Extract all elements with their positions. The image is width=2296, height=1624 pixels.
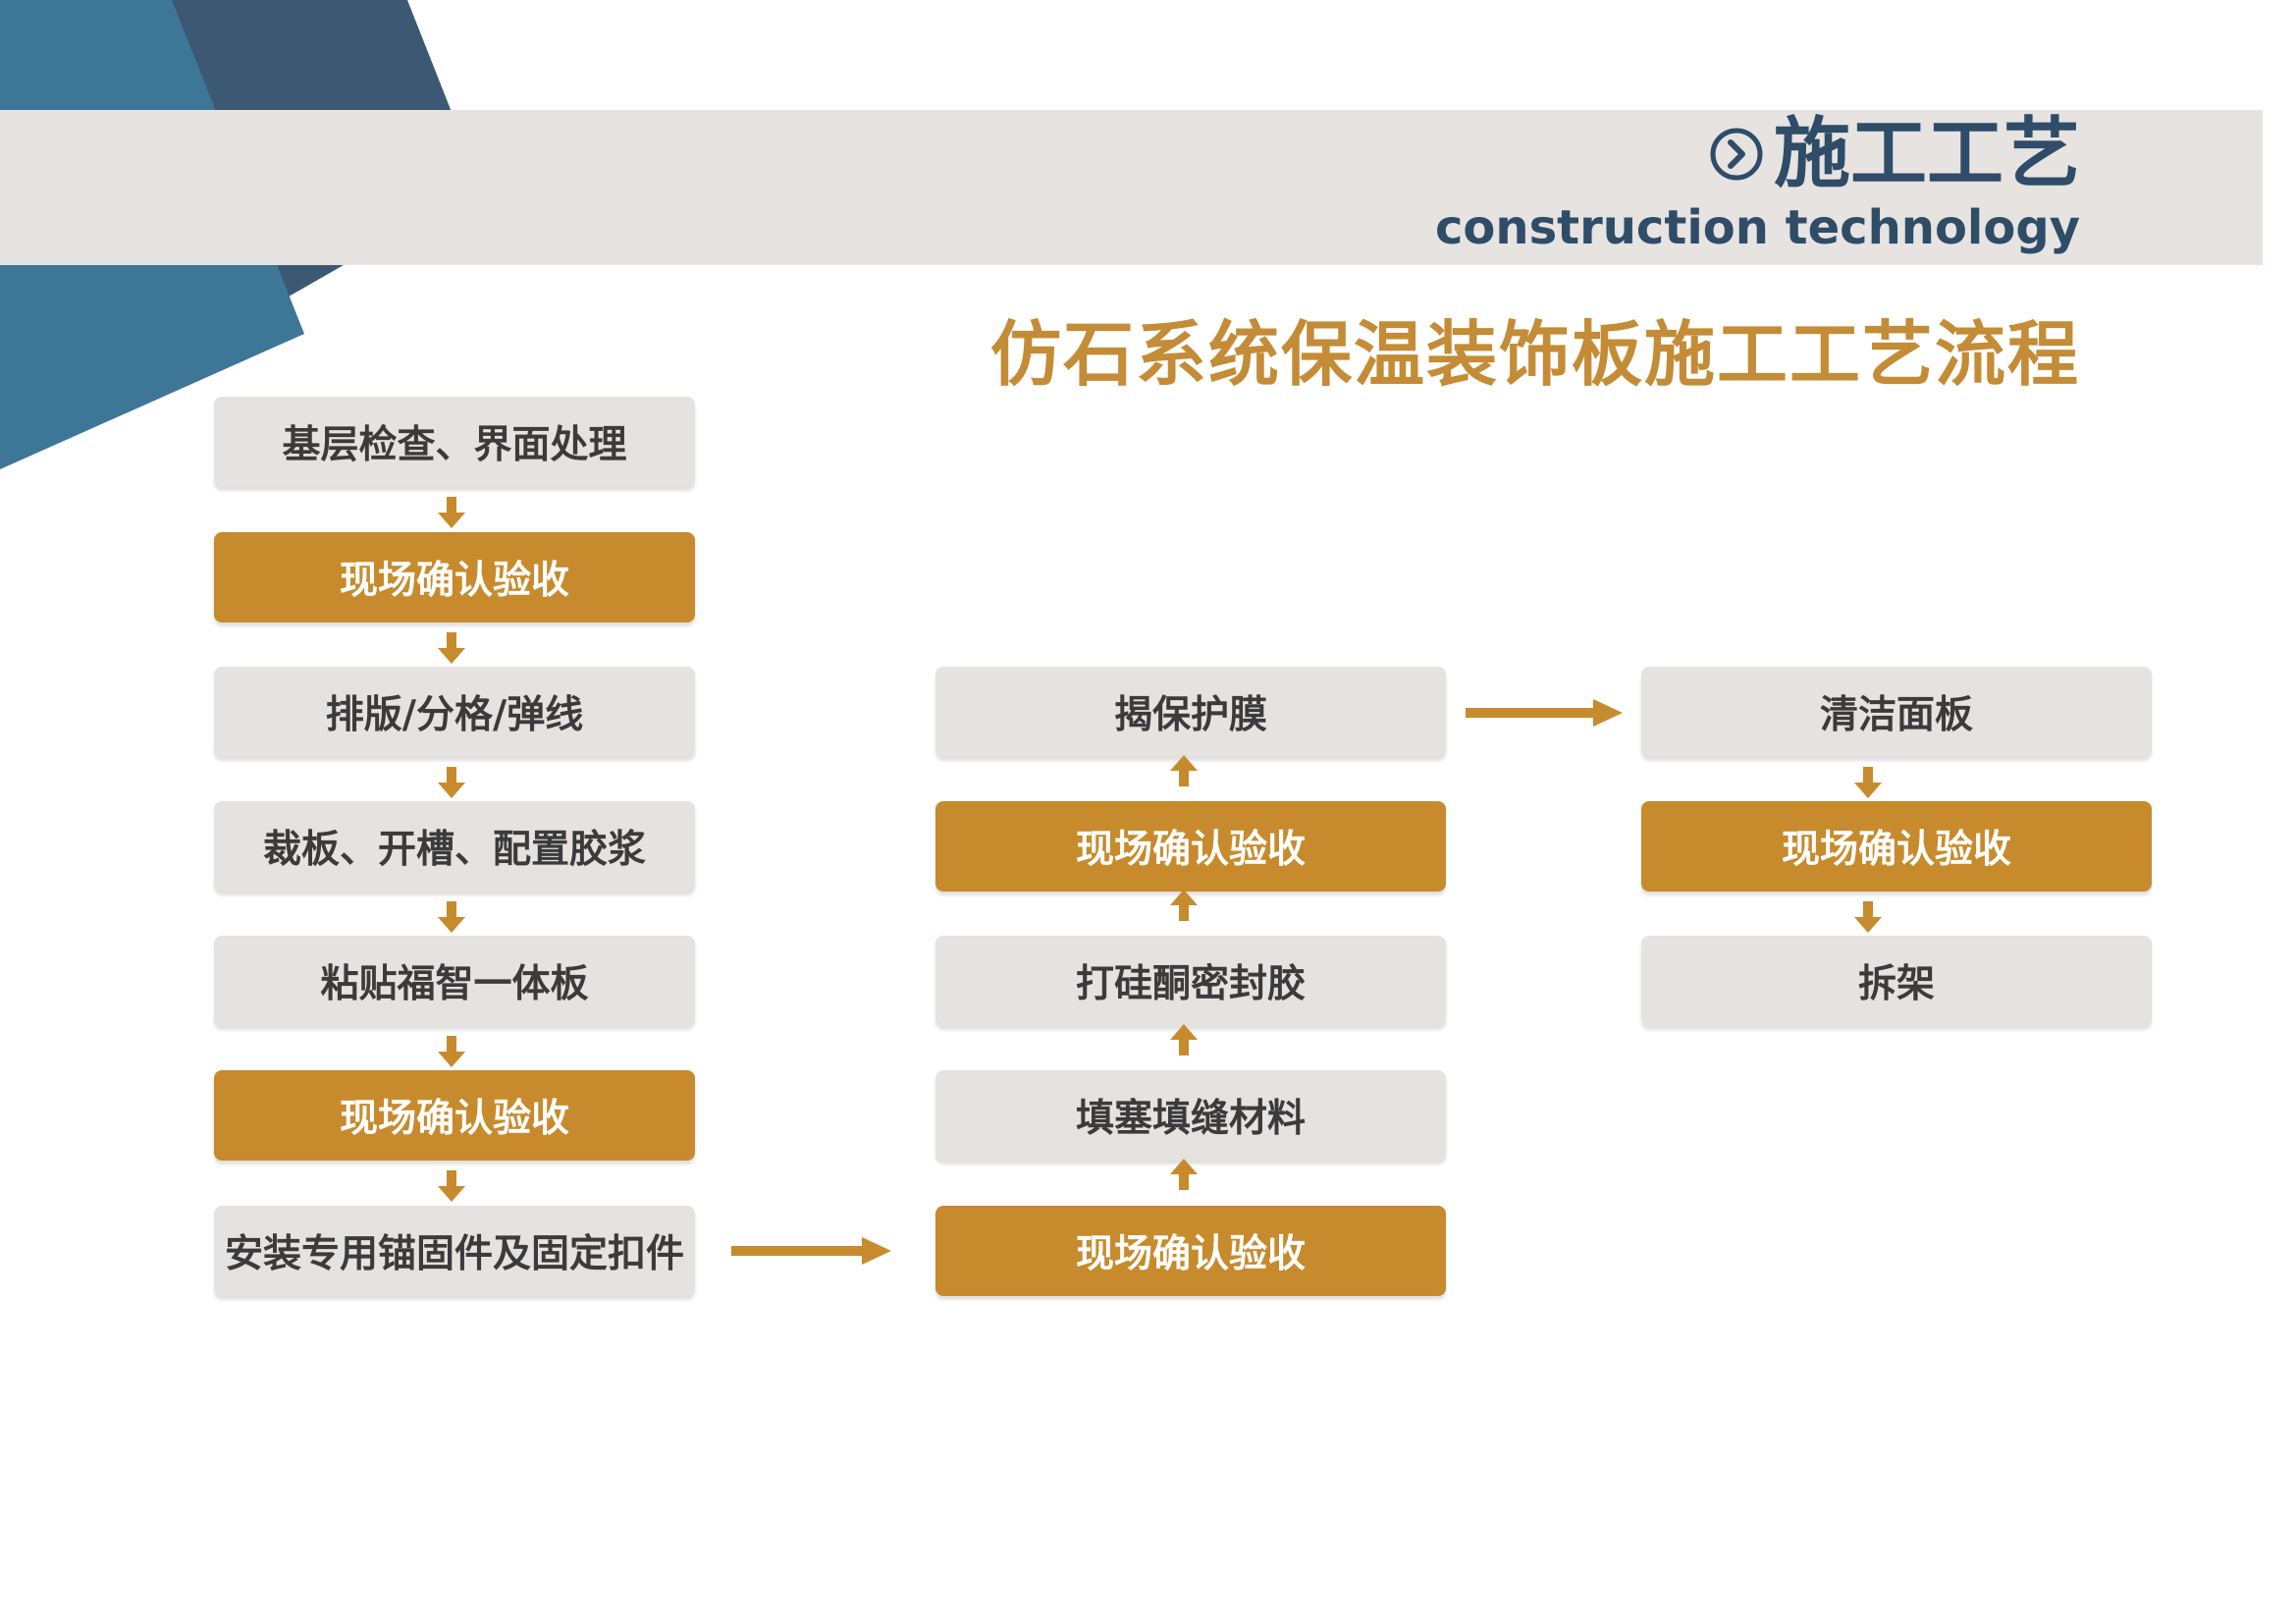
flow-title: 仿石系统保温装饰板施工工艺流程 [989,313,2080,396]
flow-step-acceptance-1: 现场确认验收 [214,532,695,623]
arrow-down-icon [438,901,465,933]
arrow-up-icon [1170,1024,1198,1056]
flow-step-anchor-install: 安装专用锚固件及固定扣件 [214,1206,695,1296]
page-title-text: 施工工艺 [1773,110,2080,198]
arrow-up-icon [1170,755,1198,786]
flow-step-remove-film: 揭保护膜 [935,667,1446,757]
circle-arrow-right-icon [1710,128,1763,181]
flow-step-joint-filler: 填塞填缝材料 [935,1070,1446,1161]
arrow-right-icon [1466,699,1623,727]
flow-step-acceptance-4: 现场确认验收 [935,1206,1446,1296]
arrow-down-icon [438,1036,465,1067]
flow-step-cutting: 裁板、开槽、配置胶浆 [214,801,695,892]
arrow-down-icon [438,497,465,528]
arrow-down-icon [1854,901,1882,933]
arrow-down-icon [438,767,465,798]
flow-step-acceptance-3: 现场确认验收 [935,801,1446,892]
flow-step-base-inspection: 基层检查、界面处理 [214,397,695,487]
page-title: 施工工艺 [1709,116,2080,192]
arrow-up-icon [1170,1159,1198,1190]
flow-step-acceptance-5: 现场确认验收 [1641,801,2152,892]
flow-step-layout: 排版/分格/弹线 [214,667,695,757]
arrow-down-icon [438,632,465,664]
arrow-right-icon [731,1237,891,1265]
flow-step-clean-panel: 清洁面板 [1641,667,2152,757]
header-banner [0,110,2263,265]
flow-step-silicone-sealant: 打硅酮密封胶 [935,936,1446,1026]
flow-step-bonding: 粘贴福智一体板 [214,936,695,1026]
flow-step-acceptance-2: 现场确认验收 [214,1070,695,1161]
arrow-down-icon [1854,767,1882,798]
page-subtitle: construction technology [1434,200,2080,255]
arrow-down-icon [438,1170,465,1202]
flow-step-dismantle-scaffold: 拆架 [1641,936,2152,1026]
arrow-up-icon [1170,890,1198,921]
